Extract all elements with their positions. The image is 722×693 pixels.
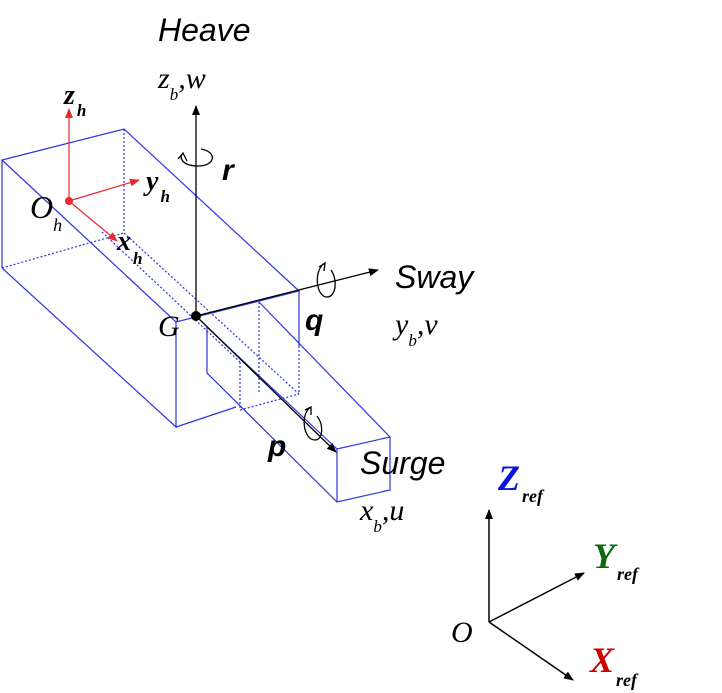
sway-label: Sway — [395, 259, 475, 295]
rotation-q-arrow-icon — [318, 261, 326, 272]
box-left-side — [1, 160, 177, 429]
rotation-r-arrow-icon — [177, 151, 188, 162]
ref-origin-label: O — [451, 616, 473, 649]
reference-frame — [485, 509, 585, 681]
body-axes — [177, 105, 379, 453]
sway-axis — [195, 268, 379, 317]
surge-axis — [195, 315, 337, 453]
ref-x-axis — [488, 621, 574, 681]
rotation-q-label: q — [305, 304, 323, 337]
heave-label: Heave — [158, 12, 251, 48]
rotation-p-label: p — [267, 430, 286, 463]
rotation-p-arrow-icon — [304, 405, 312, 415]
hull-y-axis — [68, 178, 140, 202]
box-top-face — [0, 128, 301, 323]
surge-symbol: xb,u — [359, 494, 404, 536]
rotation-r-icon — [180, 148, 213, 167]
ref-y-axis — [488, 572, 585, 623]
ship-box — [0, 128, 391, 503]
hull-x-axis — [68, 200, 118, 242]
box-hidden-edges — [1, 129, 300, 411]
heave-symbol: zb,w — [157, 62, 206, 104]
hull-origin-label: Oh — [30, 189, 62, 235]
box-lower-left — [175, 406, 237, 428]
surge-label: Surge — [360, 445, 445, 481]
sway-symbol: yb,v — [392, 308, 438, 350]
cog-label: G — [158, 310, 180, 343]
hull-frame — [65, 108, 140, 242]
rotation-p-icon — [303, 406, 323, 441]
box-inner-top — [258, 301, 391, 438]
cog-dot — [191, 311, 201, 321]
hull-x-label: xh — [116, 226, 142, 268]
hull-origin-dot — [65, 197, 73, 205]
rotation-q-icon — [316, 262, 336, 298]
rotation-r-label: r — [222, 154, 236, 187]
